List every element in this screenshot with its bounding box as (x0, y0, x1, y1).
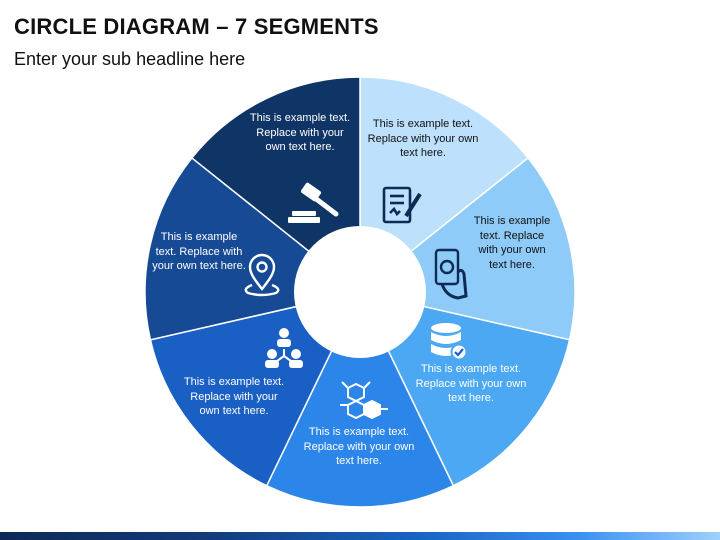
gavel-icon (288, 182, 339, 223)
center-hole (294, 226, 426, 358)
location-pin-icon (244, 253, 280, 297)
segment-5-text: This is example text. Replace with your … (183, 376, 285, 417)
segment-7-text: This is example text. Replace with your … (249, 112, 351, 153)
segment-1-text: This is example text. Replace with your … (367, 118, 479, 159)
segment-7 (190, 76, 361, 294)
database-check-icon (431, 323, 468, 361)
document-sign-icon (382, 186, 422, 224)
segment-5 (149, 290, 362, 487)
segment-6-text: This is example text. Replace with your … (152, 231, 246, 272)
mobile-payment-icon (434, 248, 468, 300)
bottom-gradient-bar (0, 532, 720, 540)
segment-4-text: This is example text. Replace with your … (303, 426, 415, 467)
segment-2-text: This is example text. Replace with your … (473, 215, 551, 271)
segment-3-text: This is example text. Replace with your … (415, 363, 527, 404)
network-people-icon (265, 328, 303, 368)
segment-1 (359, 76, 530, 294)
page-subtitle: Enter your sub headline here (14, 49, 246, 69)
molecule-icon (340, 381, 388, 420)
segment-3 (358, 290, 571, 487)
page-title: CIRCLE DIAGRAM – 7 SEGMENTS (14, 14, 379, 39)
